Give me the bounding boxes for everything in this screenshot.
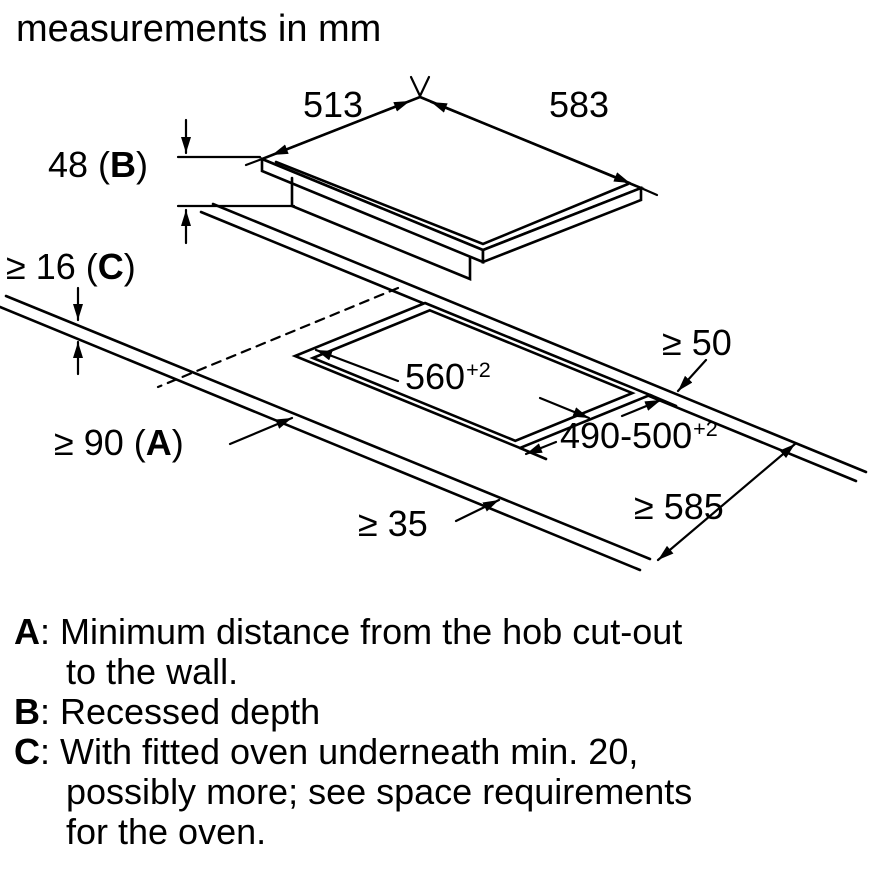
wall-dashed-line — [156, 286, 400, 389]
dim-35-arrow — [454, 498, 501, 523]
hob-front-right-edge — [481, 186, 643, 264]
dim-585-arrow — [656, 442, 797, 562]
hob-recessed-tub — [290, 176, 472, 281]
dim-513-arrows — [270, 126, 343, 157]
worktop-front-edge-band — [0, 294, 652, 572]
legend-item-b: B: Recessed depth — [14, 691, 321, 732]
worktop-cutout — [291, 301, 678, 461]
hob-glass-rim — [274, 160, 630, 246]
dim-560-tolerance: +2 — [466, 357, 491, 383]
dim-560-arrows — [314, 348, 400, 383]
dim-583-arrows — [429, 100, 532, 144]
dimension-extension-ticks — [176, 75, 659, 208]
dim-90-arrow — [228, 416, 294, 446]
dim-513-label: 513 — [303, 84, 364, 125]
legend: A: Minimum distance from the hob cut-out… — [14, 612, 814, 852]
dim-490-arrows — [620, 398, 663, 418]
hob — [258, 95, 645, 281]
dim-50-label: ≥ 50 — [662, 322, 732, 363]
dim-35-label: ≥ 35 — [358, 503, 428, 544]
dimension-arrows — [73, 99, 797, 562]
dim-490-500-label: 490-500+2 — [560, 415, 718, 456]
dim-490-tolerance: +2 — [693, 416, 718, 442]
dim-585-label: ≥ 585 — [634, 486, 724, 527]
legend-item-a: A: Minimum distance from the hob cut-out… — [14, 611, 683, 692]
dim-560-label: 560+2 — [405, 356, 491, 397]
dim-90-a-label: ≥ 90 (A) — [54, 422, 184, 463]
dim-50-arrow — [676, 358, 708, 393]
legend-item-c: C: With fitted oven underneath min. 20, … — [14, 731, 693, 852]
page-title: measurements in mm — [16, 8, 382, 50]
dim-48-b-label: 48 (B) — [48, 144, 149, 185]
dim-583-label: 583 — [549, 84, 610, 125]
dim-16-c-label: ≥ 16 (C) — [6, 246, 136, 287]
